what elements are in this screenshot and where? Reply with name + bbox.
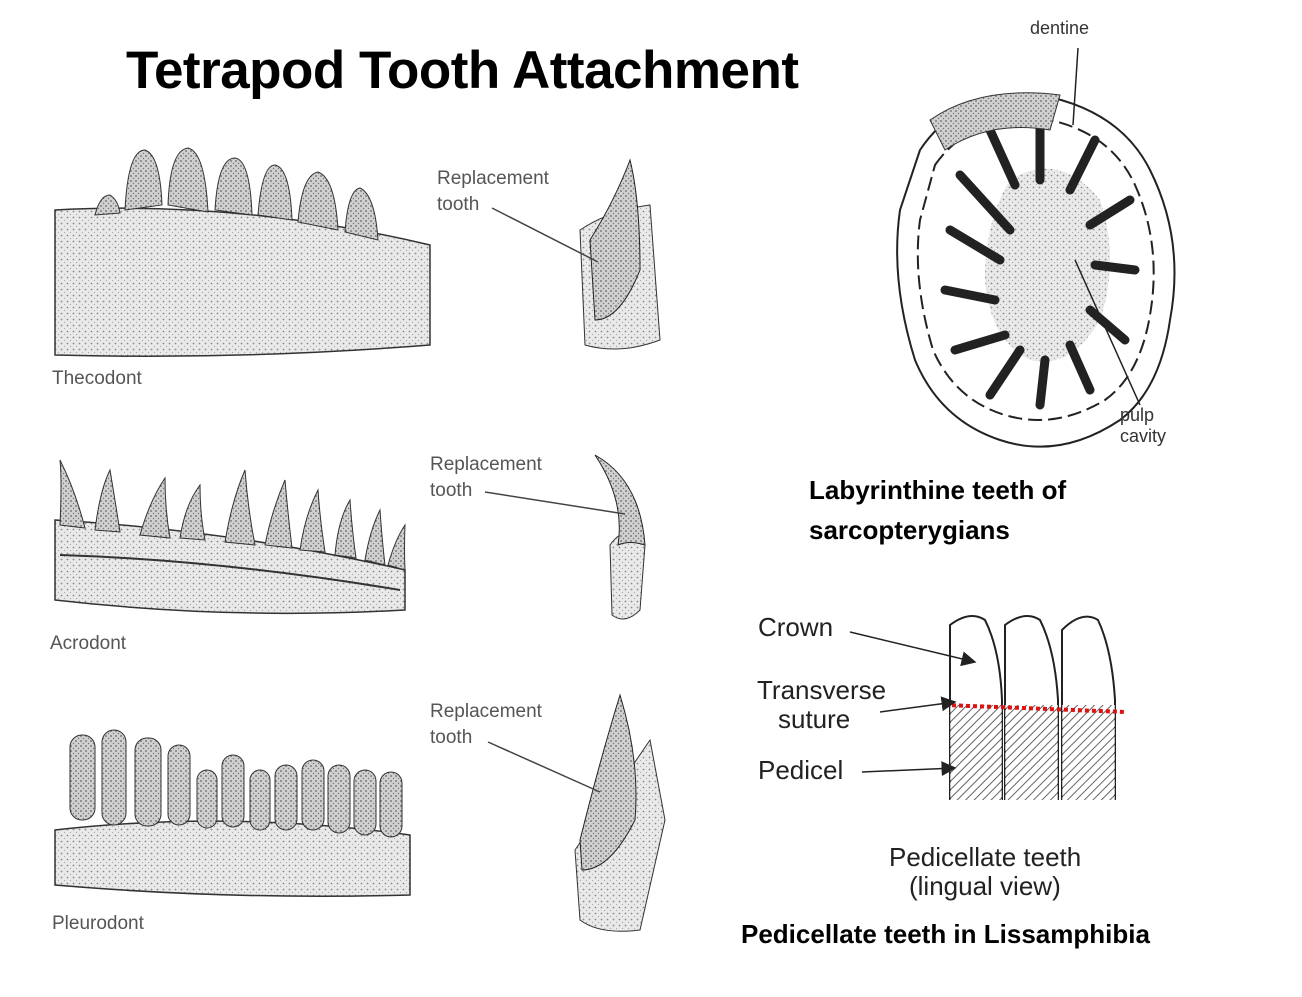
labyrinthine-caption-line1: Labyrinthine teeth of	[809, 475, 1067, 505]
thecodont-jaw-drawing	[54, 147, 431, 357]
acrodont-replacement-drawing	[484, 454, 646, 620]
labyrinthine-caption-line2: sarcopterygians	[809, 515, 1010, 545]
thecodont-label: Thecodont	[52, 368, 142, 389]
pedicellate-figure-caption-2: (lingual view)	[909, 871, 1061, 901]
crown-label: Crown	[758, 612, 834, 642]
cavity-label: cavity	[1120, 426, 1167, 446]
thecodont-replacement-label: Replacement tooth	[437, 168, 549, 215]
labyrinthine-tooth-drawing	[896, 47, 1176, 448]
pleurodont-jaw-drawing	[54, 729, 411, 897]
pleurodont-replacement-drawing	[487, 693, 666, 932]
pedicellate-figure-caption-1: Pedicellate teeth	[889, 842, 1082, 872]
pleurodont-label: Pleurodont	[52, 913, 144, 934]
dentine-label: dentine	[1030, 18, 1090, 38]
pedicellate-caption: Pedicellate teeth in Lissamphibia	[741, 919, 1150, 949]
pulp-label: pulp	[1120, 405, 1155, 425]
acrodont-jaw-drawing	[54, 459, 406, 615]
transverse-label: Transverse	[757, 675, 887, 705]
thecodont-replacement-drawing	[491, 158, 661, 350]
acrodont-label: Acrodont	[50, 633, 127, 654]
page-title: Tetrapod Tooth Attachment	[126, 41, 799, 100]
pedicellate-teeth-drawing	[849, 615, 1126, 800]
pleurodont-replacement-label: Replacement tooth	[430, 701, 542, 748]
suture-label: suture	[778, 704, 851, 734]
pedicel-label: Pedicel	[758, 755, 844, 785]
acrodont-replacement-label: Replacement tooth	[430, 454, 542, 501]
